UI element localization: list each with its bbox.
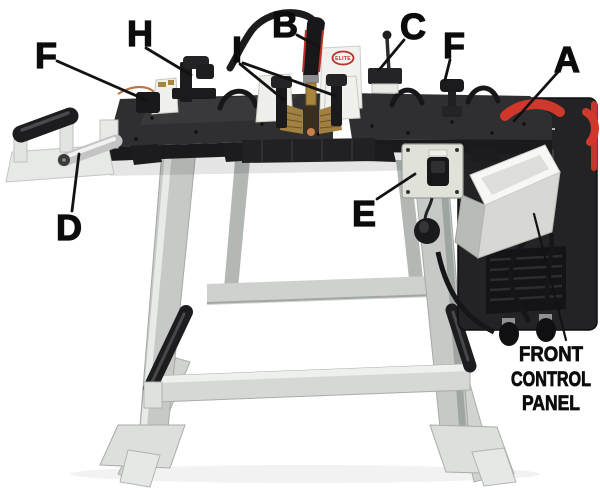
elite-logo: ELITE xyxy=(331,50,355,66)
cam-lever xyxy=(368,30,402,94)
table-handles xyxy=(217,85,501,111)
right-side-roller-highlight xyxy=(451,310,470,362)
toggle-switch-face xyxy=(431,161,445,173)
elite-logo-text: ELITE xyxy=(335,56,351,62)
callout-b: B xyxy=(272,4,298,45)
callout-f-left: F xyxy=(35,35,57,76)
power-cable-3 xyxy=(435,251,496,335)
handle-left-table xyxy=(217,88,259,111)
front-panel-caption-line1: FRONT xyxy=(519,343,583,366)
handle-right-table-outer xyxy=(465,85,501,105)
caster-wheel-right xyxy=(536,318,556,342)
table-holes xyxy=(134,116,526,141)
left-roller-mount xyxy=(143,381,163,409)
front-leg-left-highlight xyxy=(141,152,172,426)
red-handle xyxy=(500,99,565,121)
left-foot xyxy=(99,424,186,469)
front-cross-brace-highlight xyxy=(158,364,470,383)
machine-stand xyxy=(99,149,517,488)
callout-c: C xyxy=(400,6,426,47)
chrome-roller xyxy=(57,134,123,167)
lever-ball-knob xyxy=(382,30,392,40)
brass-nozzle xyxy=(305,82,317,106)
lever-bracket xyxy=(368,68,402,84)
undercarriage-detail xyxy=(261,139,353,162)
callout-d-leader xyxy=(70,152,81,213)
left-stop-block xyxy=(136,92,160,113)
torch-red-stripe-2 xyxy=(318,29,324,73)
black-roller-highlight xyxy=(20,111,70,132)
chrome-roller-highlight xyxy=(63,137,116,159)
weld-point xyxy=(307,128,315,136)
copper-tube xyxy=(117,85,155,95)
callout-f-right-leader xyxy=(443,58,452,82)
discharge-chute xyxy=(454,144,561,259)
callout-a-leader xyxy=(512,70,560,123)
switch-label xyxy=(428,149,448,157)
callout-h-leader xyxy=(144,46,193,77)
caster-wheel-left xyxy=(499,322,519,346)
clamp-post-right xyxy=(331,82,342,126)
callout-c-leader xyxy=(377,38,406,72)
brass-fitting-1 xyxy=(158,82,166,87)
callout-f-left-leader xyxy=(55,59,148,102)
front-panel-caption-line3: PANEL xyxy=(522,392,580,415)
front-panel-caption-line2: CONTROL xyxy=(511,368,591,391)
left-side-roller-highlight xyxy=(150,312,186,384)
callout-i-leader-1 xyxy=(238,62,286,102)
right-clamp-knob xyxy=(440,79,464,117)
clamp-post-right-knob xyxy=(326,74,347,86)
infeed-roller-stand xyxy=(5,107,123,183)
callout-f-right: F xyxy=(443,25,465,66)
front-panel-caption: FRONT CONTROL PANEL xyxy=(511,343,592,416)
torch-collar xyxy=(303,75,319,83)
switch-cable xyxy=(423,197,434,221)
lever-base-plate xyxy=(371,83,399,94)
floor-shadow xyxy=(70,465,540,483)
callout-b-leader xyxy=(295,33,321,49)
front-panel-caption-leader xyxy=(532,212,568,342)
rear-cross-brace xyxy=(207,276,432,305)
switch-box-assembly xyxy=(401,143,464,244)
foot-pedal-highlight xyxy=(419,221,429,233)
clamp-post-left xyxy=(276,84,287,128)
rear-leg-left xyxy=(224,160,250,288)
clamp-arm xyxy=(172,88,216,99)
torch-red-stripe-1 xyxy=(302,29,307,73)
clamp-knob-h2 xyxy=(196,64,214,79)
right-outrigger-foot xyxy=(471,447,517,487)
handle-right-table-inner xyxy=(389,87,425,108)
callout-e-leader xyxy=(375,172,417,201)
callout-d: D xyxy=(56,207,82,248)
callout-a: A xyxy=(554,39,580,80)
fixture-undercarriage xyxy=(242,138,375,163)
brass-fitting-2 xyxy=(168,80,174,85)
torch-cable xyxy=(226,9,317,72)
callout-e: E xyxy=(352,193,376,234)
chrome-roller-bolt xyxy=(62,158,66,162)
callout-h: H xyxy=(127,13,153,54)
electrode-channel xyxy=(305,106,317,136)
switch-box-screws xyxy=(406,148,459,194)
left-outrigger-foot xyxy=(119,449,161,488)
black-roller xyxy=(12,107,79,143)
callouts: A B C D E F F H I FRONT CONTROL PANEL xyxy=(34,3,592,416)
chute-inner xyxy=(481,155,549,195)
left-clamp-fixture xyxy=(117,56,216,115)
center-weld-fixture: ELITE xyxy=(226,9,375,163)
callout-i: I xyxy=(232,29,242,70)
callout-i-leader-2 xyxy=(241,61,338,98)
red-corner-trim xyxy=(582,108,599,146)
lever-rod xyxy=(385,37,391,73)
